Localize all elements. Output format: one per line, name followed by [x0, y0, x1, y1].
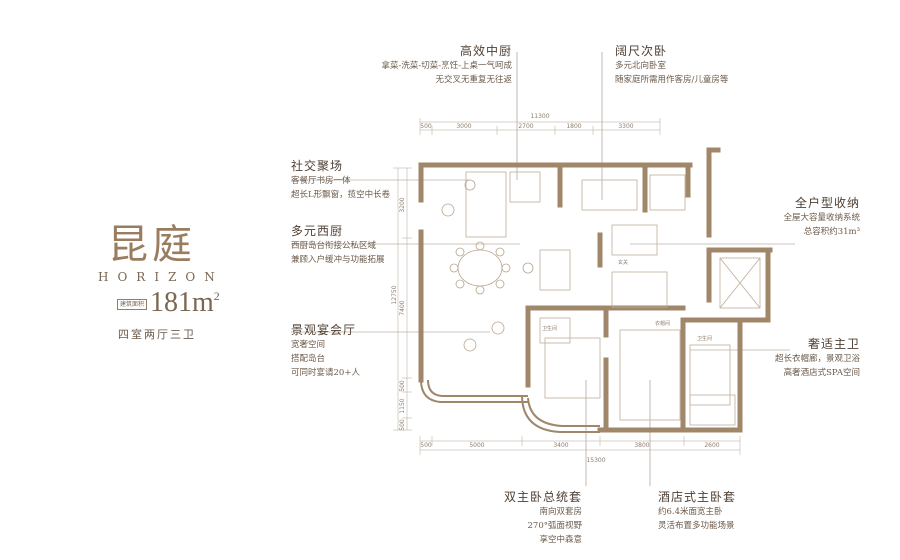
room-closet: 衣帽间	[655, 320, 670, 327]
dim-top-3: 1800	[566, 123, 581, 130]
room-labels: 卫生间 卫生间 玄关 衣帽间	[542, 259, 712, 342]
callout-banquet-line3: 可同时宴请20+人	[291, 368, 360, 378]
dim-bottom-total: 15300	[586, 457, 605, 464]
dim-top-total: 11300	[530, 113, 549, 120]
callout-second-bedroom-title: 阔尺次卧	[615, 44, 668, 58]
dim-bottom-4: 2600	[704, 442, 719, 449]
callout-suite-line1: 南向双套房	[539, 507, 582, 517]
area-tag: 建筑面积	[117, 299, 148, 310]
brand-name: 昆庭	[108, 222, 196, 268]
callout-social-line2: 超长L形飘窗，揽空中长卷	[291, 190, 391, 200]
callout-banquet-line1: 宽奢空间	[291, 340, 326, 350]
callout-social: 社交聚场 客餐厅书房一体 超长L形飘窗，揽空中长卷	[291, 157, 390, 202]
callout-western-kitchen-line1: 西厨岛台衔接公私区域	[291, 241, 377, 251]
area-unit-superscript: 2	[213, 289, 220, 303]
dim-left-4: 500	[399, 419, 406, 431]
callout-kitchen-line2: 无交叉无重复无往返	[435, 75, 512, 85]
dim-left-2: 500	[399, 380, 406, 392]
dim-left-0: 3200	[399, 197, 406, 212]
callout-western-kitchen-line2: 兼顾入户缓冲与功能拓展	[291, 255, 385, 265]
dimension-labels: 11300 500 3000 2700 1800 3300 500 5000 3…	[391, 113, 720, 464]
callout-banquet-line2: 搭配岛台	[291, 354, 326, 364]
callout-storage-line1: 全屋大容量收纳系统	[783, 213, 860, 223]
brand-english-name: HORIZON	[98, 270, 224, 284]
dim-top-0: 500	[420, 123, 432, 130]
dim-bottom-0: 500	[420, 442, 432, 449]
callout-second-bedroom: 阔尺次卧 多元北向卧室 随家庭所需用作客房/儿童房等	[615, 42, 728, 87]
callout-bath: 奢适主卫 超长衣帽廊，景观卫浴 高奢酒店式SPA空间	[760, 335, 860, 380]
area-value: 181	[150, 287, 193, 318]
room-wc1: 卫生间	[542, 325, 557, 332]
callout-social-title: 社交聚场	[291, 159, 344, 173]
dim-top-2: 2700	[518, 123, 533, 130]
dim-left-1: 7400	[399, 300, 406, 315]
callout-second-bedroom-line2: 随家庭所需用作客房/儿童房等	[615, 75, 729, 85]
callout-storage: 全户型收纳 全屋大容量收纳系统 总容积约31m³	[750, 194, 860, 239]
callout-master-line1: 约6.4米面宽主卧	[658, 507, 723, 517]
dim-left-total: 12750	[391, 285, 398, 304]
callout-suite: 双主卧总统套 南向双套房 270°弧面视野 享空中森意	[480, 488, 582, 547]
curved-window	[420, 379, 600, 433]
dim-bottom-3: 3800	[634, 442, 649, 449]
area-block: 建筑面积 181 m 2	[117, 288, 220, 318]
callout-master: 酒店式主卧套 约6.4米面宽主卧 灵活布置多功能场景	[658, 488, 736, 533]
area-unit: m	[192, 287, 214, 318]
interior-lines	[465, 171, 761, 426]
dim-top-4: 3300	[618, 123, 633, 130]
callout-second-bedroom-line1: 多元北向卧室	[615, 61, 667, 71]
callout-banquet: 景观宴会厅 宽奢空间 搭配岛台 可同时宴请20+人	[291, 321, 360, 380]
callout-kitchen-line1: 拿菜-洗菜-切菜-烹饪-上桌一气呵成	[381, 61, 513, 71]
callout-suite-line2: 270°弧面视野	[527, 521, 582, 531]
callout-bath-line2: 高奢酒店式SPA空间	[783, 368, 860, 378]
callout-suite-line3: 享空中森意	[539, 535, 582, 545]
dim-left-3: 1150	[399, 398, 406, 413]
callout-bath-title: 奢适主卫	[807, 337, 860, 351]
room-foyer: 玄关	[618, 259, 628, 266]
dim-top-1: 3000	[456, 123, 471, 130]
walls	[418, 147, 773, 433]
callout-master-title: 酒店式主卧套	[658, 490, 737, 504]
callout-social-line1: 客餐厅书房一体	[291, 176, 351, 186]
layout-label: 四室两厅三卫	[118, 328, 196, 341]
dim-bottom-1: 5000	[469, 442, 484, 449]
callout-western-kitchen: 多元西厨 西厨岛台衔接公私区域 兼顾入户缓冲与功能拓展	[291, 222, 385, 267]
callout-kitchen-title: 高效中厨	[459, 44, 512, 58]
dining-table	[441, 179, 534, 352]
callout-banquet-title: 景观宴会厅	[291, 323, 357, 337]
callout-bath-line1: 超长衣帽廊，景观卫浴	[774, 354, 860, 364]
dimension-lines	[393, 118, 741, 455]
callout-kitchen: 高效中厨 拿菜-洗菜-切菜-烹饪-上桌一气呵成 无交叉无重复无往返	[370, 42, 513, 87]
callout-master-line2: 灵活布置多功能场景	[658, 521, 735, 531]
dim-bottom-2: 3400	[553, 442, 568, 449]
callout-storage-title: 全户型收纳	[794, 196, 860, 210]
room-wc2: 卫生间	[697, 335, 712, 342]
callout-storage-line2: 总容积约31m³	[803, 227, 860, 237]
callout-suite-title: 双主卧总统套	[503, 490, 582, 504]
callout-western-kitchen-title: 多元西厨	[291, 224, 344, 238]
